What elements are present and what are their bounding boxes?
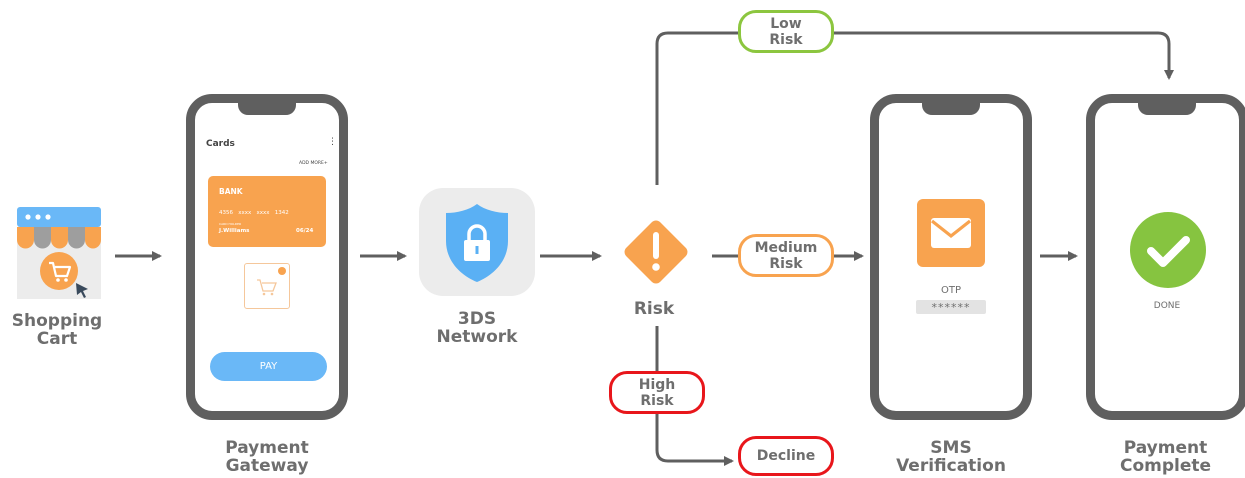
phone-notch xyxy=(1138,101,1196,115)
decline-badge: Decline xyxy=(738,436,834,476)
envelope-icon xyxy=(917,199,985,267)
otp-value: ****** xyxy=(931,300,971,314)
otp-field[interactable]: ****** xyxy=(916,300,986,314)
pay-button-label: PAY xyxy=(259,361,278,372)
card-number: 4356 xxxx xxxx 1342 xyxy=(219,210,289,216)
sms-verification-label: SMS Verification xyxy=(896,438,1006,476)
cards-title: Cards xyxy=(206,139,235,149)
connector-low-risk-to-complete xyxy=(832,31,1174,80)
card-holder-name: J.Williams xyxy=(219,228,250,234)
shopping-cart-icon xyxy=(14,207,104,301)
medium-risk-badge: Medium Risk xyxy=(738,234,834,277)
payment-gateway-phone: Cards ⋮ ADD MORE+ BANK 4356 xxxx xxxx 13… xyxy=(186,94,348,420)
otp-label: OTP xyxy=(940,285,961,296)
card-holder-caption: CARD HOLDER xyxy=(219,222,242,226)
connector-high-to-decline xyxy=(655,412,734,466)
shopping-cart-label: Shopping Cart xyxy=(11,311,103,349)
bank-name: BANK xyxy=(219,187,243,196)
risk-warning-icon xyxy=(618,214,694,290)
card-expiry: 06/24 xyxy=(296,228,314,234)
high-risk-badge: High Risk xyxy=(609,371,705,414)
3ds-network-label: 3DS Network xyxy=(436,309,518,347)
payment-complete-label: Payment Complete xyxy=(1119,438,1212,476)
pay-button[interactable]: PAY xyxy=(210,352,327,381)
phone-notch xyxy=(922,101,980,115)
connector-low-risk xyxy=(655,31,740,185)
more-menu-icon[interactable]: ⋮ xyxy=(328,137,337,147)
payment-complete-phone: DONE xyxy=(1086,94,1245,420)
sms-verification-phone: OTP ****** xyxy=(870,94,1032,420)
done-label: DONE xyxy=(1153,301,1181,311)
payment-gateway-label: Payment Gateway xyxy=(225,438,309,476)
check-circle-icon xyxy=(1129,211,1207,289)
risk-label: Risk xyxy=(633,299,675,319)
low-risk-badge: Low Risk xyxy=(738,10,834,53)
add-more-link[interactable]: ADD MORE+ xyxy=(299,161,328,166)
bank-card[interactable]: BANK 4356 xxxx xxxx 1342 CARD HOLDER J.W… xyxy=(208,176,326,247)
3ds-shield-icon xyxy=(419,188,535,296)
phone-notch xyxy=(238,101,296,115)
cart-notification-icon xyxy=(244,263,290,309)
